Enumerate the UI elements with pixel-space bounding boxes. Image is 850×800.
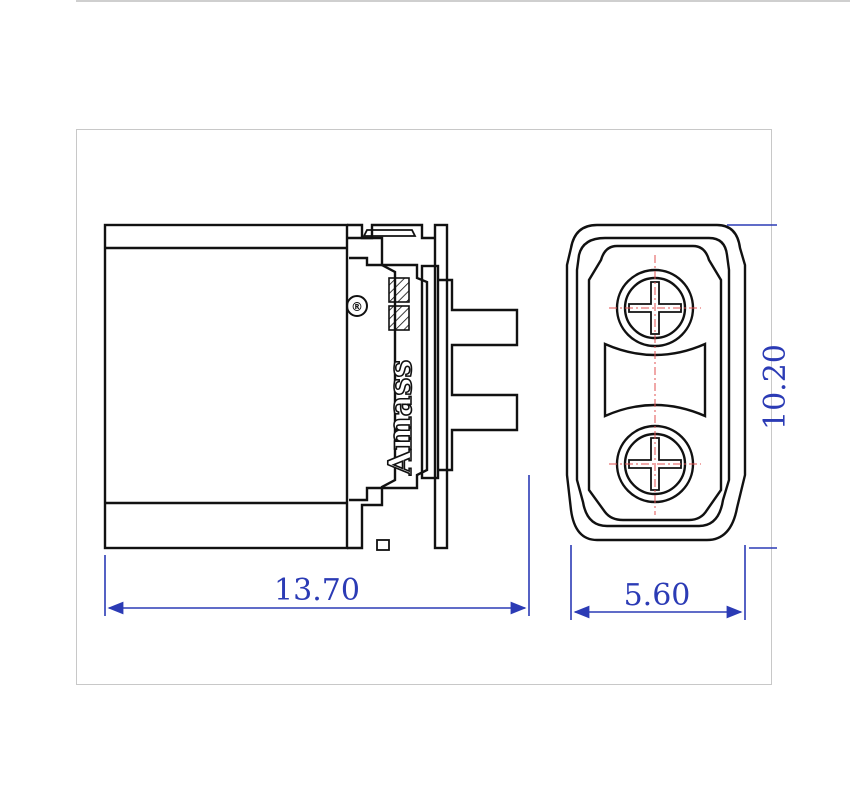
centerlines bbox=[609, 255, 701, 515]
registered-mark: ® bbox=[346, 295, 368, 317]
pin-upper bbox=[438, 278, 519, 375]
drawing-frame: Amass ® 13.70 5.60 bbox=[76, 129, 793, 685]
pin-lower bbox=[438, 375, 519, 472]
brand-logo: Amass bbox=[380, 359, 420, 477]
latch-body bbox=[347, 223, 397, 550]
dimension-label-height-group: 10.20 bbox=[758, 344, 793, 430]
dimension-label-length: 13.70 bbox=[274, 573, 360, 608]
registered-mark-text: ® bbox=[351, 300, 363, 314]
connector-drawing: Amass ® 13.70 5.60 bbox=[103, 223, 793, 620]
dimension-front-width bbox=[570, 545, 746, 620]
top-divider bbox=[76, 0, 850, 2]
dimension-label-width: 5.60 bbox=[624, 578, 691, 613]
housing-body bbox=[103, 223, 349, 550]
brand-logo-text: Amass bbox=[381, 360, 419, 476]
flange bbox=[420, 264, 440, 480]
dimension-label-height: 10.20 bbox=[758, 344, 793, 430]
dimension-front-height bbox=[727, 224, 777, 549]
front-cavity bbox=[587, 244, 723, 522]
front-view bbox=[565, 223, 747, 542]
dimension-side-length bbox=[104, 475, 530, 616]
front-housing-outer bbox=[565, 223, 747, 542]
side-view bbox=[103, 223, 519, 551]
